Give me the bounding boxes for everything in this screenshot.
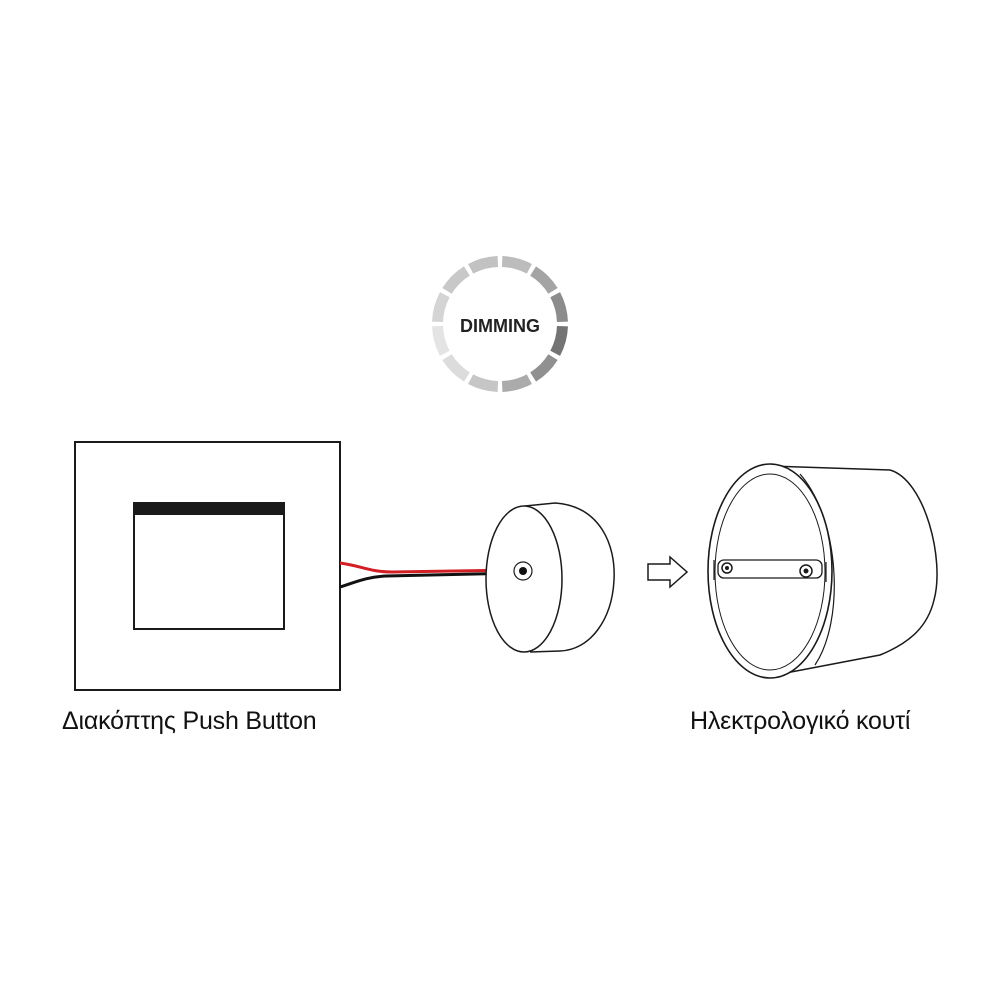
dimming-label: DIMMING xyxy=(460,316,540,336)
dimming-ring-segment xyxy=(530,354,558,382)
dimmer-module xyxy=(485,502,615,653)
module-cable-hole-center xyxy=(519,567,527,575)
dimming-ring-segment xyxy=(468,256,499,274)
switch-rocker-top-bar xyxy=(134,503,284,515)
left-screw-center xyxy=(725,566,729,570)
connection-wires xyxy=(339,561,521,589)
dimming-ring-segment xyxy=(468,374,499,392)
dimming-ring-segment xyxy=(442,354,470,382)
dimming-badge: DIMMING xyxy=(432,256,568,392)
dimming-ring-segment xyxy=(501,256,532,274)
dimming-ring-segment xyxy=(550,325,568,356)
right-screw-center xyxy=(803,568,809,574)
box-mounting-rail xyxy=(713,559,827,582)
switch-caption: Διακόπτης Push Button xyxy=(62,707,317,735)
dimming-ring-icon xyxy=(432,256,568,392)
dimming-ring-segment xyxy=(530,266,558,294)
dimming-ring-segment xyxy=(432,292,450,323)
push-button-switch xyxy=(74,441,341,691)
black-wire xyxy=(339,571,521,589)
red-wire xyxy=(339,561,521,574)
switch-rocker xyxy=(133,502,285,630)
dimming-ring-segment xyxy=(432,325,450,356)
dimming-ring-segment xyxy=(442,266,470,294)
dimming-ring-segment xyxy=(550,292,568,323)
arrow-right-icon xyxy=(647,555,689,589)
dimming-ring-segment xyxy=(501,374,532,392)
electrical-box xyxy=(707,463,938,679)
electrical-box-caption: Ηλεκτρολογικό κουτί xyxy=(690,707,911,735)
